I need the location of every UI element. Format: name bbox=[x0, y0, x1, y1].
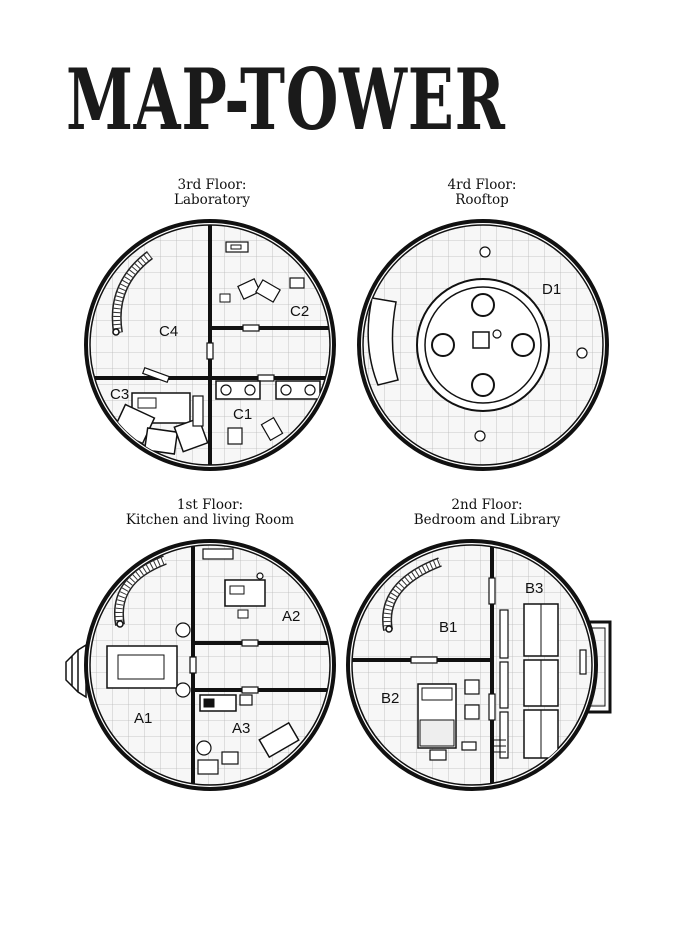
floor-subtitle-second: Bedroom and Library bbox=[413, 512, 561, 528]
room-label-C1: C1 bbox=[233, 406, 252, 423]
floor-map-second: B3 B1 B2 bbox=[346, 539, 612, 791]
floor-name-third: 3rd Floor: bbox=[177, 177, 247, 193]
floor-name-fourth: 4rd Floor: bbox=[447, 177, 517, 193]
room-label-C4: C4 bbox=[159, 323, 178, 340]
floor-subtitle-third: Laboratory bbox=[174, 192, 250, 208]
room-label-D1: D1 bbox=[542, 281, 561, 298]
floor-map-first: A2 A1 A3 bbox=[65, 539, 336, 791]
room-label-B1: B1 bbox=[439, 619, 457, 636]
room-label-B2: B2 bbox=[381, 690, 399, 707]
floor-caption-first: 1st Floor: Kitchen and living Room bbox=[80, 498, 340, 528]
floor-caption-second: 2nd Floor: Bedroom and Library bbox=[357, 498, 617, 528]
room-label-A2: A2 bbox=[282, 608, 300, 625]
room-label-C3: C3 bbox=[110, 386, 129, 403]
room-label-C2: C2 bbox=[290, 303, 309, 320]
floor-name-first: 1st Floor: bbox=[176, 497, 244, 513]
floor-subtitle-fourth: Rooftop bbox=[455, 192, 509, 208]
floor-caption-third: 3rd Floor: Laboratory bbox=[82, 178, 342, 208]
floor-map-third: C4 C2 C3 C1 bbox=[84, 219, 336, 471]
floor-subtitle-first: Kitchen and living Room bbox=[125, 512, 295, 528]
room-label-A3: A3 bbox=[232, 720, 250, 737]
room-label-B3: B3 bbox=[525, 580, 543, 597]
floor-map-fourth: D1 bbox=[357, 219, 609, 471]
page-title: MAP-TOWER bbox=[66, 50, 506, 149]
floor-name-second: 2nd Floor: bbox=[451, 497, 523, 513]
room-label-A1: A1 bbox=[134, 710, 152, 727]
floor-caption-fourth: 4rd Floor: Rooftop bbox=[352, 178, 612, 208]
